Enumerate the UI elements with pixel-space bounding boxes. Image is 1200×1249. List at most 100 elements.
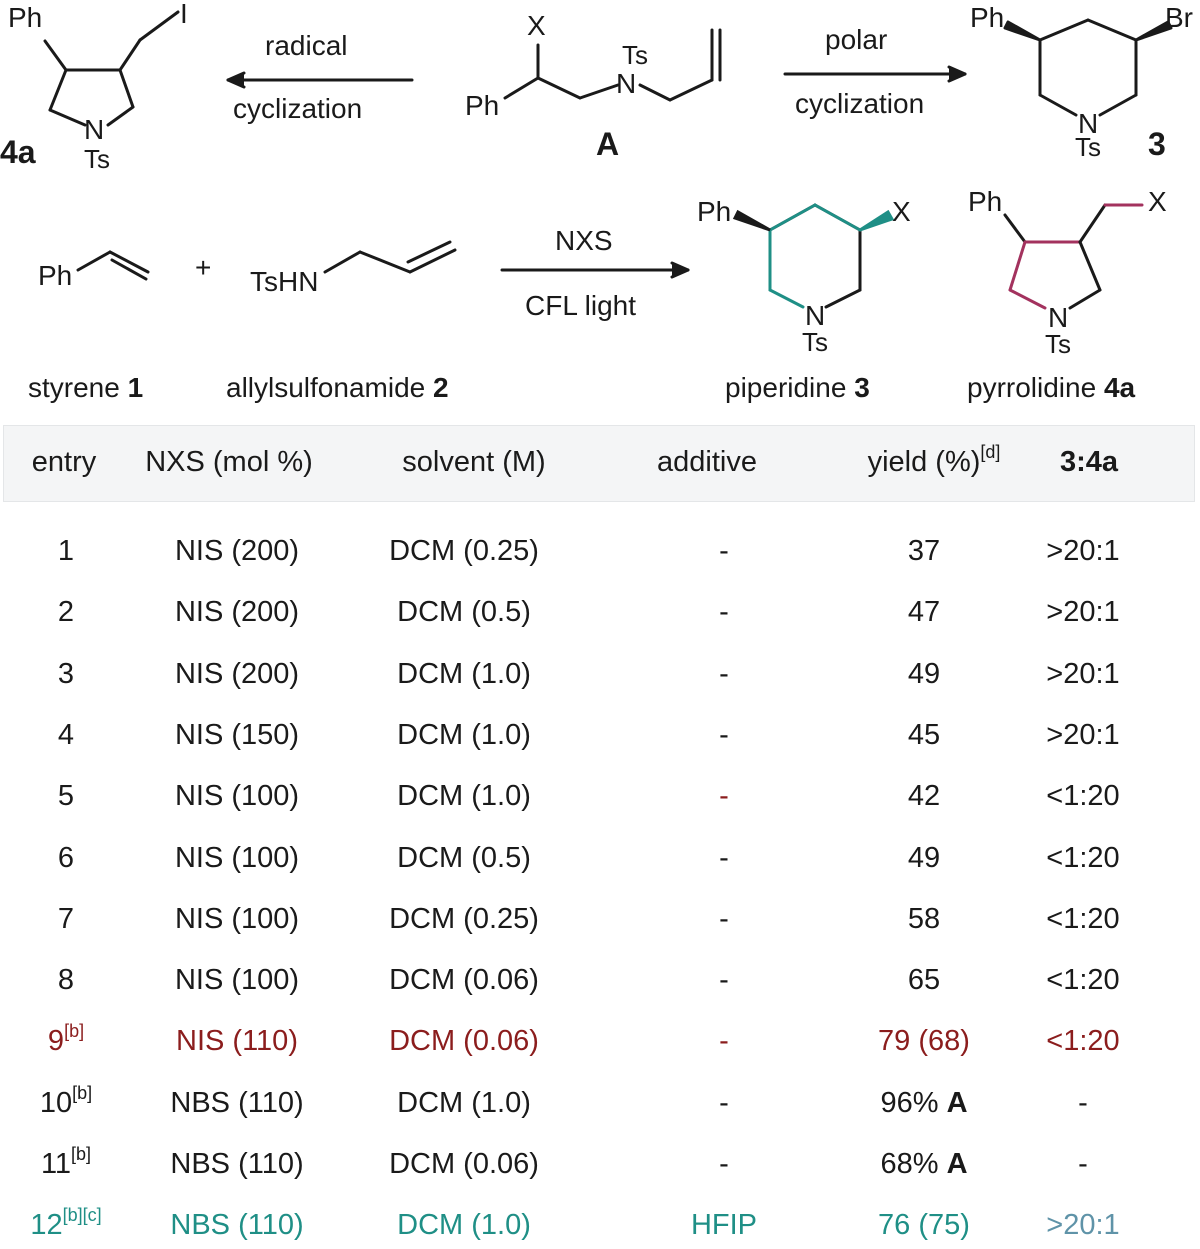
cell-ratio: <1:20: [1046, 841, 1120, 874]
cell-ratio: >20:1: [1046, 596, 1120, 629]
header-entry: entry: [31, 446, 97, 478]
3-br-label: Br: [1165, 2, 1193, 33]
pyrrolidine-ph-label: Ph: [968, 186, 1003, 217]
piperidine-caption: piperidine 3: [725, 372, 870, 403]
compound-3-structure: [1038, 18, 1138, 117]
cell-nxs: NIS (110): [176, 1025, 298, 1058]
cell-nxs: NIS (100): [174, 780, 300, 813]
cell-solvent: DCM (1.0): [397, 780, 531, 813]
radical-label: radical: [265, 30, 348, 61]
pyrrolidine-structure: [1003, 203, 1144, 310]
4a-iodo-label: I: [180, 0, 188, 29]
cell-additive: HFIP: [690, 1209, 758, 1242]
cell-solvent: DCM (0.06): [389, 1025, 539, 1058]
cell-solvent: DCM (0.06): [389, 964, 539, 997]
cell-additive: -: [719, 902, 729, 935]
header-additive: additive: [657, 446, 757, 478]
cell-entry: 2: [57, 596, 75, 629]
cell-yield: 47: [907, 596, 941, 629]
3-ph-label: Ph: [970, 2, 1005, 33]
cell-entry: 6: [57, 841, 75, 874]
cell-yield: 76 (75): [878, 1209, 970, 1242]
cell-yield: 96% A: [880, 1086, 968, 1119]
cell-entry: 3: [57, 657, 75, 690]
scheme-drawing: [43, 10, 1173, 310]
cfl-light-label: CFL light: [525, 290, 637, 321]
polar-label: polar: [825, 24, 888, 55]
cell-additive: -: [719, 718, 729, 751]
cell-solvent: DCM (1.0): [397, 718, 531, 751]
styrene-structure: [76, 250, 150, 281]
cell-nxs: NIS (200): [174, 535, 300, 567]
cell-ratio: <1:20: [1046, 902, 1120, 935]
nxs-label: NXS: [555, 225, 613, 256]
cell-entry: 4: [57, 718, 75, 751]
pyrrolidine-ts-label: Ts: [1045, 329, 1071, 359]
cell-additive: -: [719, 964, 729, 997]
cell-ratio: -: [1078, 1086, 1088, 1119]
cell-ratio: <1:20: [1046, 1025, 1120, 1058]
allyl-tshn-label: TsHN: [250, 266, 319, 297]
reaction-scheme: Ph I N Ts 4a radical cyclization X Ph N …: [0, 0, 1200, 420]
4a-n-label: N: [84, 114, 105, 145]
compound-4a-number: 4a: [0, 134, 36, 170]
cell-ratio: <1:20: [1046, 964, 1120, 997]
cell-nxs: NIS (200): [174, 596, 300, 629]
cell-entry: 1: [57, 535, 75, 567]
header-solvent: solvent (M): [402, 446, 546, 478]
cell-yield: 45: [907, 718, 941, 751]
table-row: 5 NIS (100) DCM (1.0) - 42 <1:20: [0, 780, 1200, 820]
styrene-ph-label: Ph: [38, 260, 73, 291]
cell-yield: 42: [907, 780, 941, 813]
header-yield: yield (%)[d]: [867, 442, 1001, 478]
header-nxs: NXS (mol %): [145, 446, 313, 478]
cell-nxs: NIS (100): [174, 841, 300, 874]
cell-entry: 10[b]: [39, 1082, 93, 1119]
cell-ratio: <1:20: [1046, 780, 1120, 813]
cell-nxs: NBS (110): [170, 1086, 304, 1119]
table-row: 9[b]NIS (110)DCM (0.06)-79 (68)<1:20: [0, 1021, 1200, 1065]
cell-entry: 11[b]: [40, 1144, 92, 1180]
A-n-label: N: [616, 68, 637, 99]
cell-ratio: >20:1: [1046, 1209, 1120, 1242]
A-ts-label: Ts: [622, 40, 648, 70]
4a-ph-label: Ph: [8, 2, 43, 33]
allyl-structure: [323, 240, 457, 274]
cell-nxs: NBS (110): [170, 1209, 304, 1242]
cell-solvent: DCM (0.5): [397, 596, 531, 629]
pyrrolidine-n-label: N: [1048, 302, 1069, 333]
cell-ratio: >20:1: [1046, 535, 1120, 567]
cell-additive: -: [719, 780, 729, 813]
cell-additive: -: [719, 841, 729, 874]
piperidine-structure: [732, 203, 895, 309]
cell-solvent: DCM (1.0): [397, 657, 531, 690]
cell-additive: -: [719, 596, 729, 629]
polar-cyclization-label: cyclization: [795, 88, 925, 119]
cell-nxs: NIS (200): [174, 657, 300, 690]
cell-yield: 79 (68): [878, 1025, 970, 1058]
cell-additive: -: [719, 535, 729, 567]
3-n-label: N: [1078, 108, 1099, 139]
cell-yield: 68% A: [880, 1148, 968, 1180]
pyrrolidine-x-label: X: [1148, 186, 1167, 217]
cell-solvent: DCM (1.0): [397, 1086, 531, 1119]
cell-solvent: DCM (0.25): [389, 902, 539, 935]
cell-yield: 49: [907, 841, 941, 874]
cell-additive: -: [719, 1148, 729, 1180]
cell-entry: 9[b]: [47, 1021, 85, 1058]
cell-entry: 12[b][c]: [30, 1205, 102, 1242]
header-ratio: 3:4a: [1059, 446, 1119, 478]
cell-entry: 5: [57, 780, 75, 813]
A-x-label: X: [527, 10, 546, 41]
cell-ratio: >20:1: [1046, 657, 1120, 690]
cell-solvent: DCM (0.06): [389, 1148, 539, 1180]
cell-yield: 49: [907, 657, 941, 690]
table-row: 10[b]NBS (110)DCM (1.0)-96% A-: [0, 1082, 1200, 1127]
cell-nxs: NBS (110): [170, 1148, 304, 1180]
radical-cyclization-label: cyclization: [233, 93, 363, 124]
